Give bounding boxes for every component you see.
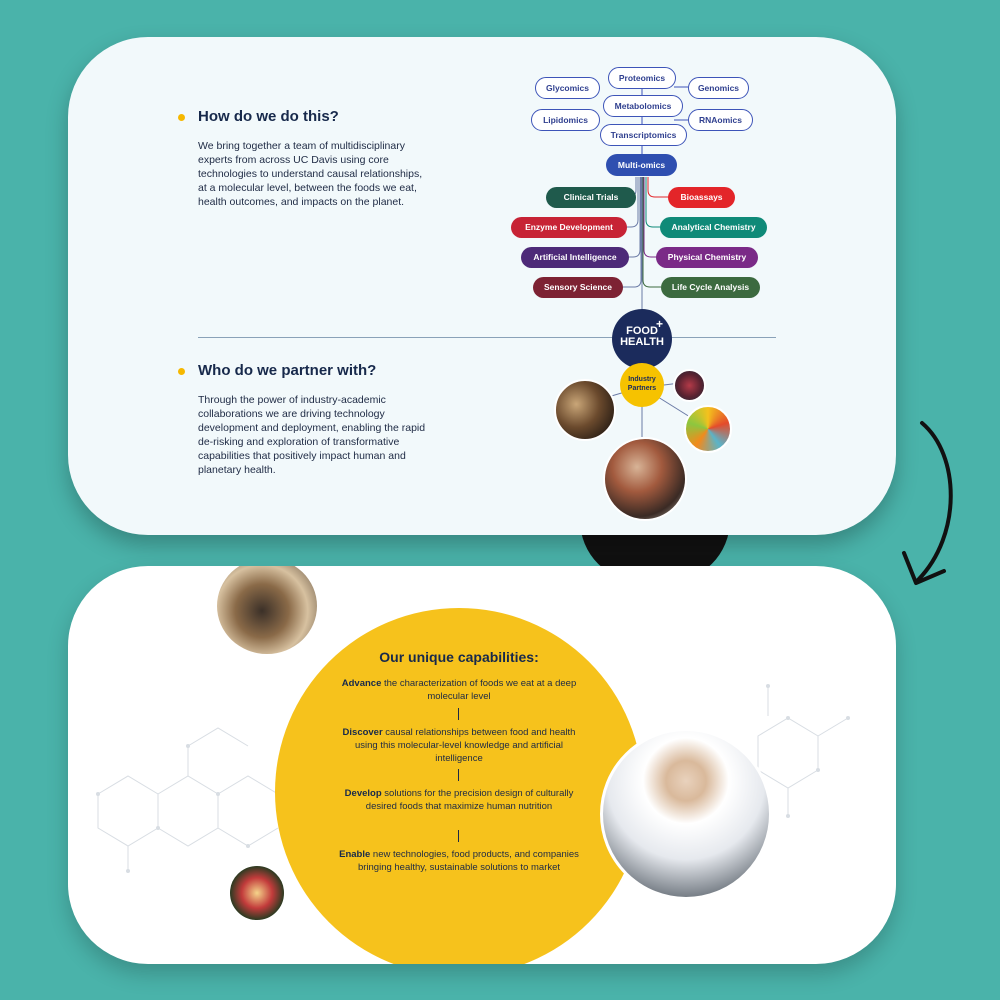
omic-lipidomics: Lipidomics: [531, 109, 600, 131]
left-capability-pill: Clinical Trials: [546, 187, 636, 208]
phone-food-photo: [215, 566, 319, 656]
capabilities-circle: Our unique capabilities: Advance the cha…: [275, 608, 643, 964]
right-capability-pill: Bioassays: [668, 187, 735, 208]
molecule-pattern: [96, 684, 850, 873]
capability-lead: Discover: [342, 727, 383, 738]
capability-text: the characterization of foods we eat at …: [381, 678, 577, 702]
how-paragraph: We bring together a team of multidiscipl…: [198, 140, 423, 208]
scientist-photo: [600, 728, 772, 900]
person-eating-photo: [603, 437, 687, 521]
omic-metabolomics: Metabolomics: [603, 95, 683, 117]
capability-discover: Discover causal relationships between fo…: [335, 726, 583, 765]
partners-label-line1: Industry: [628, 376, 656, 383]
omic-glycomics: Glycomics: [535, 77, 600, 99]
packaged-foods-photo: [684, 405, 732, 453]
multiomics-pill: Multi-omics: [606, 154, 677, 176]
section-bullet: [178, 114, 185, 121]
omic-transcriptomics: Transcriptomics: [600, 124, 687, 146]
left-capability-pill: Enzyme Development: [511, 217, 627, 238]
partners-label-line2: Partners: [627, 385, 657, 392]
logo-plus: +: [656, 317, 664, 331]
section-divider: [198, 337, 776, 338]
capabilities-card: Our unique capabilities: Advance the cha…: [68, 566, 896, 964]
industry-partners-badge: Industry Partners: [620, 363, 664, 407]
berries-photo: [673, 369, 706, 402]
curved-arrow-icon: [902, 421, 953, 585]
capability-text: solutions for the precision design of cu…: [365, 788, 574, 812]
capability-lead: Enable: [339, 849, 371, 860]
left-capability-pill: Sensory Science: [533, 277, 623, 298]
omic-genomics: Genomics: [688, 77, 749, 99]
section-bullet: [178, 368, 185, 375]
capability-text: new technologies, food products, and com…: [357, 849, 579, 873]
omic-rnaomics: RNAomics: [688, 109, 753, 131]
omic-proteomics: Proteomics: [608, 67, 676, 89]
capability-lead: Advance: [341, 678, 382, 689]
how-heading: How do we do this?: [198, 108, 339, 125]
right-capability-pill: Physical Chemistry: [656, 247, 758, 268]
left-capability-pill: Artificial Intelligence: [521, 247, 629, 268]
food-bowls-photo: [554, 379, 616, 441]
tree-connectors: [568, 86, 699, 437]
who-paragraph: Through the power of industry-academic c…: [198, 394, 426, 476]
capability-text: causal relationships between food and he…: [354, 727, 576, 764]
capability-enable: Enable new technologies, food products, …: [335, 848, 583, 874]
capability-separator: [458, 708, 459, 720]
capability-develop: Develop solutions for the precision desi…: [335, 787, 583, 813]
capability-separator: [458, 769, 459, 781]
right-capability-pill: Analytical Chemistry: [660, 217, 767, 238]
right-capability-pill: Life Cycle Analysis: [661, 277, 760, 298]
capability-separator: [458, 830, 459, 842]
capability-advance: Advance the characterization of foods we…: [335, 677, 583, 703]
who-heading: Who do we partner with?: [198, 362, 377, 379]
logo-text-food: FOOD: [626, 325, 658, 337]
logo-text-health: HEALTH: [620, 336, 664, 348]
food-health-logo: FOOD+ HEALTH: [612, 309, 672, 369]
salad-bowl-photo: [228, 864, 286, 922]
how-we-work-card: How do we do this? We bring together a t…: [68, 37, 896, 535]
capability-lead: Develop: [344, 788, 382, 799]
capabilities-title: Our unique capabilities:: [379, 649, 539, 665]
